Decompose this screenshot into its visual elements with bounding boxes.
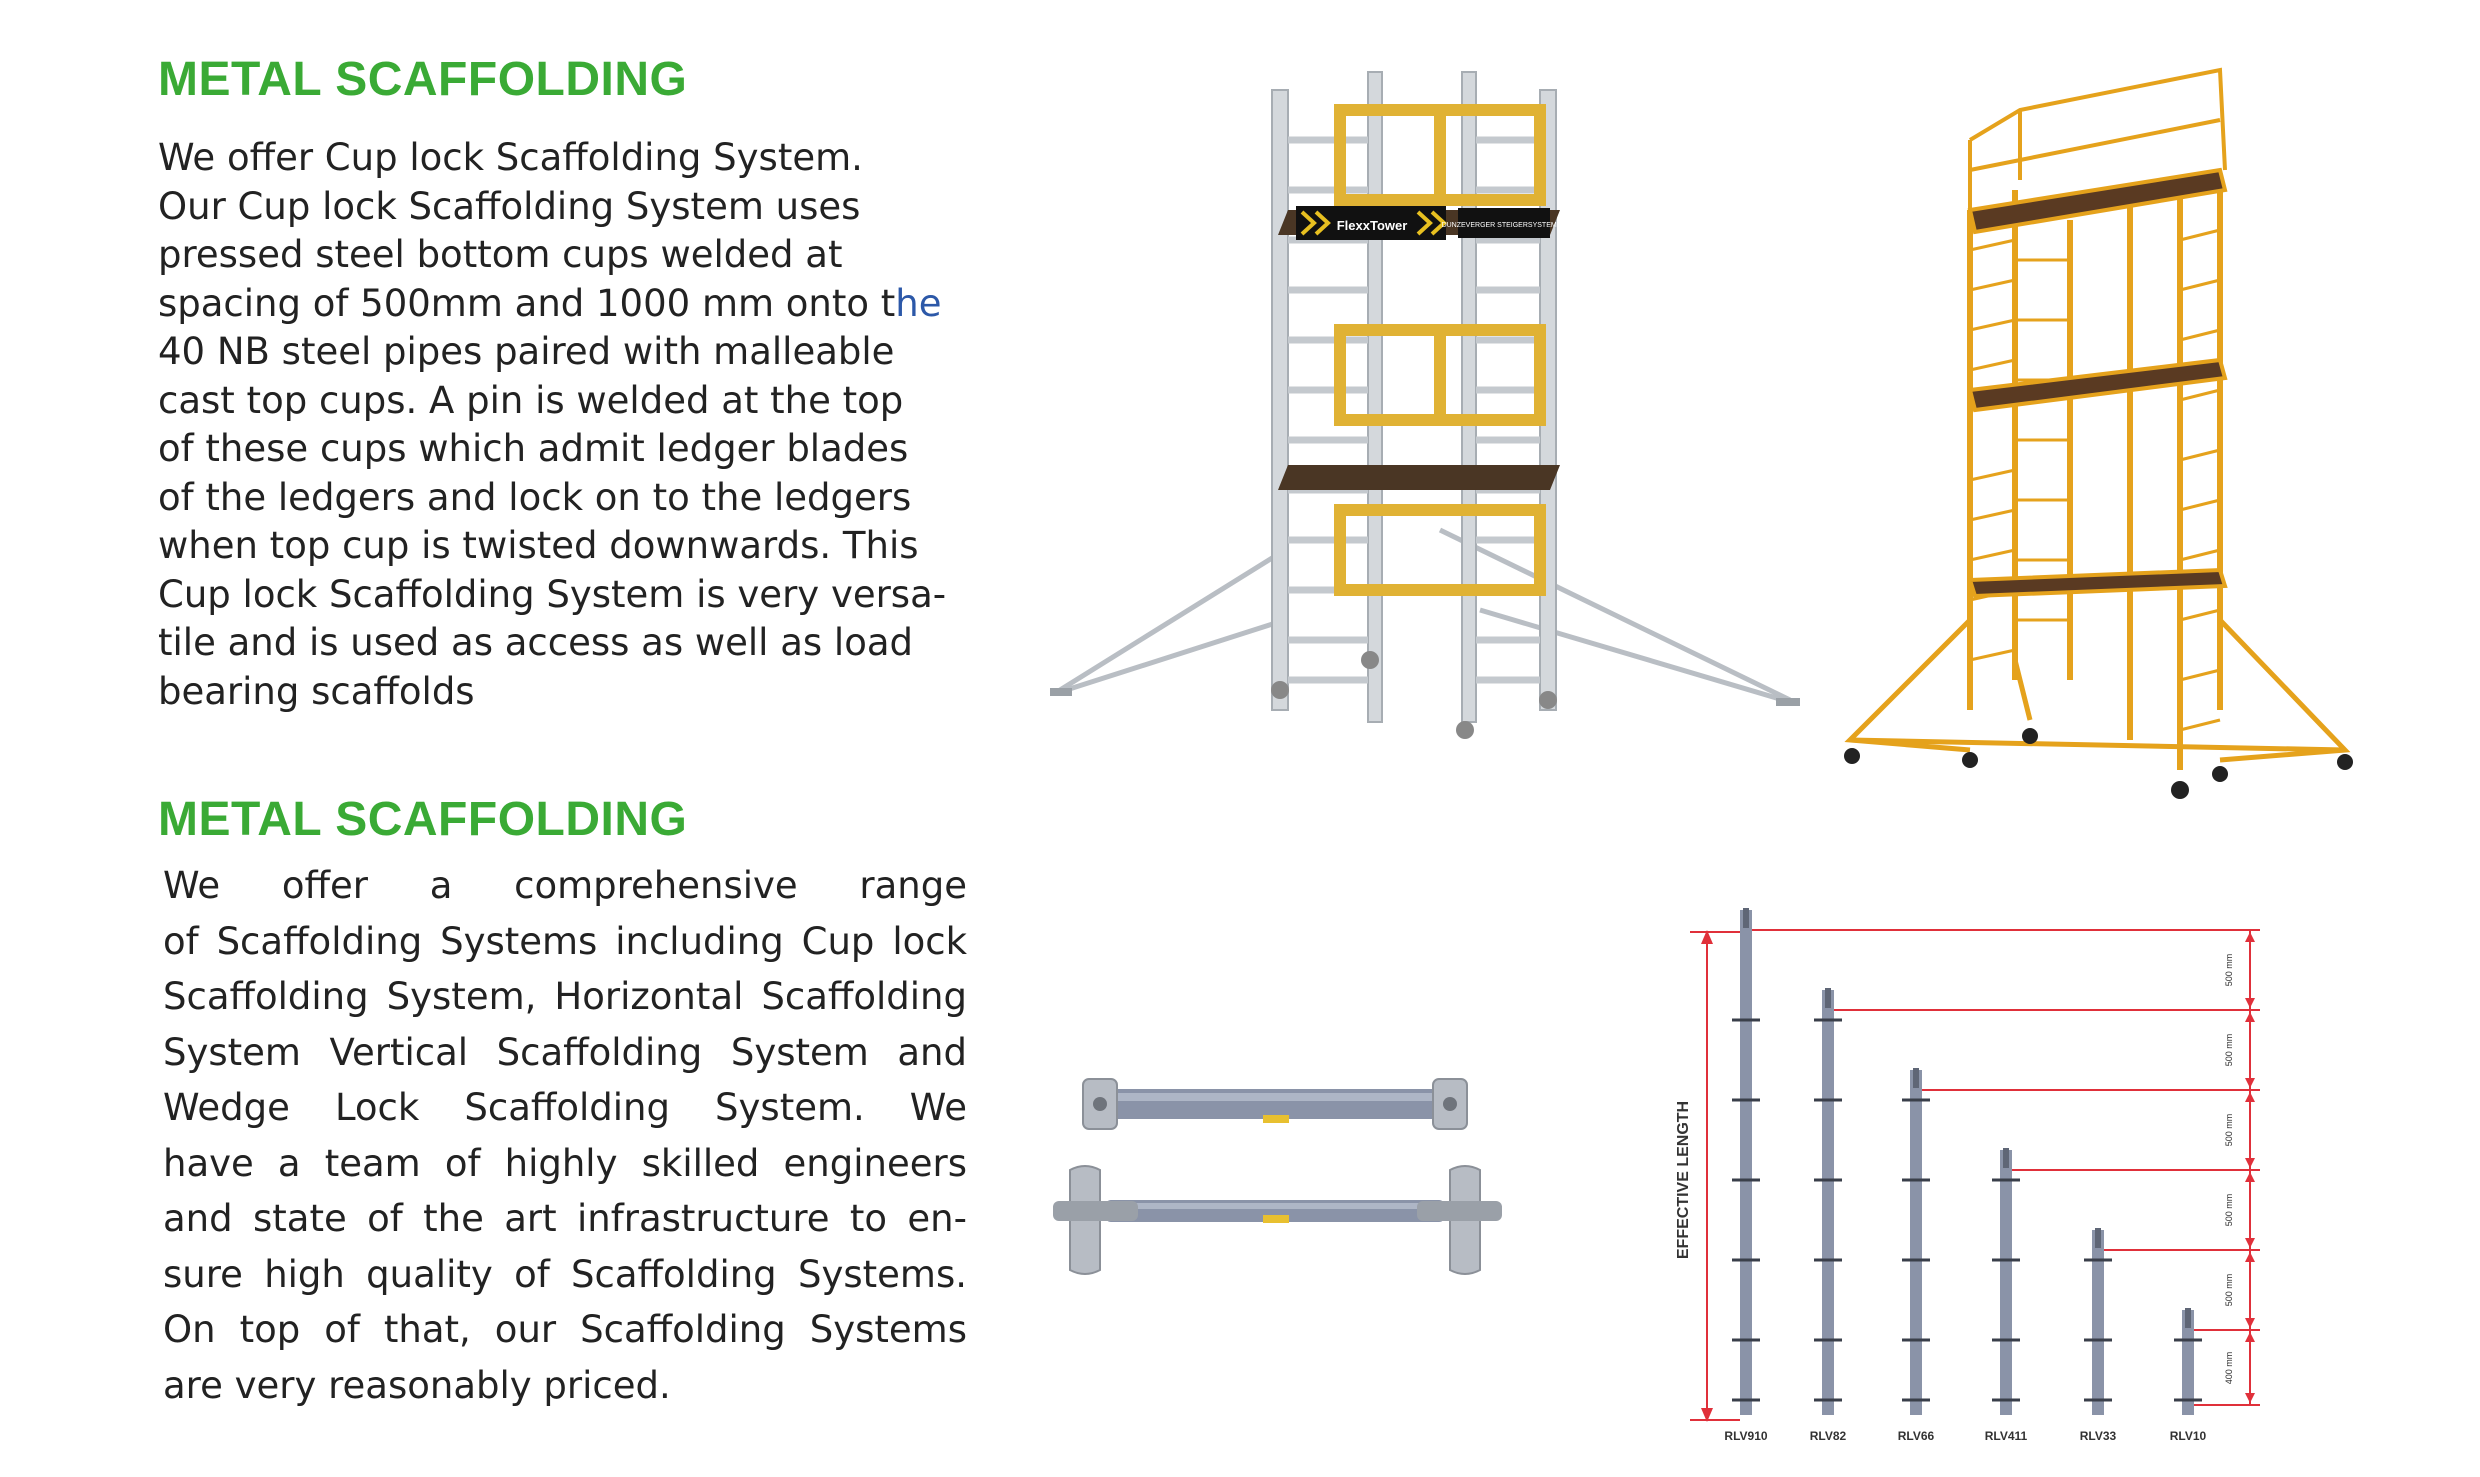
section2-line: We offer a comprehensive range — [163, 864, 967, 907]
dimension-label: 500 mm — [2224, 1034, 2234, 1067]
section1-line: Cup lock Scaffolding System is very vers… — [158, 572, 947, 616]
platform-deck — [1967, 167, 2228, 235]
section1-line: cast top cups. A pin is welded at the to… — [158, 378, 904, 422]
flexxtower-sign — [1296, 206, 1446, 240]
section1-line: We offer Cup lock Scaffolding System. — [158, 136, 863, 179]
standard-rlv82 — [1822, 990, 1834, 1415]
product-labels: RLV910 RLV82 RLV66 RLV411 RLV33 RLV10 — [1724, 1429, 2206, 1443]
effective-length-diagram: EFFECTIVE LENGTH — [1675, 908, 2260, 1443]
fitting-hole — [1093, 1097, 1107, 1111]
fitting-hole — [1443, 1097, 1457, 1111]
ledger-label-sticker — [1263, 1115, 1289, 1123]
platform-deck — [1278, 465, 1560, 490]
section1-line: spacing of 500mm and 1000 mm onto the — [158, 280, 978, 329]
platform-deck — [1967, 357, 2228, 413]
spigot — [1743, 908, 1749, 928]
ledger-tubes-image — [1053, 1078, 1502, 1275]
section1-line: of the ledgers and lock on to the ledger… — [158, 475, 912, 519]
section1-line-text: spacing of 500mm and 1000 mm onto t — [158, 281, 896, 325]
spigot — [2095, 1228, 2101, 1248]
spigot — [2003, 1148, 2009, 1168]
tube-highlight — [1105, 1203, 1445, 1209]
spigot — [1913, 1068, 1919, 1088]
dimension-label: 500 mm — [2224, 1194, 2234, 1227]
section2-line: have a team of highly skilled engineers — [163, 1141, 967, 1185]
section1-line: tile and is used as access as well as lo… — [158, 621, 914, 664]
arrow-head — [1701, 1408, 1713, 1422]
dimension-label: 500 mm — [2224, 1274, 2234, 1307]
dimension-label: 500 mm — [2224, 954, 2234, 987]
section2-heading: METAL SCAFFOLDING — [158, 793, 688, 846]
dunzeverger-sign — [1458, 208, 1550, 238]
product-label: RLV10 — [2170, 1429, 2207, 1443]
dimension-arrowheads — [2245, 932, 2255, 1403]
section2-line: On top of that, our Scaffolding Systems — [163, 1308, 967, 1351]
product-label: RLV411 — [1985, 1429, 2028, 1443]
spigot — [1825, 988, 1831, 1008]
section2-line: System Vertical Scaffolding System and — [163, 1030, 967, 1074]
standard-rlv411 — [2000, 1150, 2012, 1415]
section2-line: Scaffolding System, Horizontal Scaffoldi… — [163, 975, 967, 1018]
effective-length-label: EFFECTIVE LENGTH — [1675, 1101, 1692, 1259]
clamp-bolt — [1053, 1201, 1138, 1221]
product-label: RLV66 — [1898, 1429, 1935, 1443]
section1-line: bearing scaffolds — [158, 669, 475, 713]
section1-line: of these cups which admit ledger blades — [158, 427, 909, 470]
standard-posts — [1740, 908, 2194, 1415]
section2-line: Wedge Lock Scaffolding System. We — [163, 1086, 967, 1129]
castor-wheels — [1271, 651, 1557, 739]
section1-line: pressed steel bottom cups welded at — [158, 233, 843, 276]
outrigger-foot — [1050, 688, 1072, 696]
section2-line: and state of the art infrastructure to e… — [163, 1197, 967, 1240]
flexxtower-label: FlexxTower — [1337, 218, 1408, 233]
section2-line: are very reasonably priced. — [163, 1363, 671, 1407]
standard-rlv66 — [1910, 1070, 1922, 1415]
dimension-labels: 500 mm 500 mm 500 mm 500 mm 500 mm 400 m… — [2224, 954, 2234, 1385]
product-label: RLV33 — [2080, 1429, 2117, 1443]
section1-line: Our Cup lock Scaffolding System uses — [158, 184, 861, 228]
product-label: RLV82 — [1810, 1429, 1847, 1443]
standard-rlv33 — [2092, 1230, 2104, 1415]
outrigger-foot — [1776, 698, 1800, 706]
outriggers — [1844, 618, 2351, 763]
ladder-frames — [1967, 180, 2223, 770]
outriggers — [1058, 527, 1792, 705]
yellow-guardrails — [1334, 104, 1546, 596]
tower-uprights — [1271, 71, 1557, 723]
standard-rlv10 — [2182, 1310, 2194, 1415]
castor-wheels — [1844, 728, 2353, 799]
cup-nodes — [1732, 1018, 2202, 1402]
section2-line: of Scaffolding Systems including Cup loc… — [163, 919, 967, 963]
section1-line: 40 NB steel pipes paired with malleable — [158, 330, 895, 373]
section1-paragraph: We offer Cup lock Scaffolding System. Ou… — [158, 134, 978, 716]
tube-highlight — [1085, 1093, 1465, 1101]
aluminium-tower-image: FlexxTower DUNZEVERGER STEIGERSYSTEMEN — [1050, 71, 1800, 739]
top-guardrail — [1968, 67, 2227, 210]
section1-line: when top cup is twisted downwards. This — [158, 524, 919, 567]
arrow-head — [1701, 930, 1713, 944]
dimension-label: 400 mm — [2224, 1352, 2234, 1385]
section2-paragraph: We offer a comprehensive range of Scaffo… — [163, 858, 967, 1413]
platform-deck — [1967, 567, 2228, 599]
dunzeverger-label: DUNZEVERGER STEIGERSYSTEMEN — [1442, 222, 1567, 229]
ledger-label-sticker — [1263, 1215, 1289, 1223]
section1-highlight-text: he — [895, 281, 942, 325]
chevron-arrows — [1300, 210, 1447, 236]
yellow-scaffold-tower-image — [1844, 67, 2353, 799]
section2-line: sure high quality of Scaffolding Systems… — [163, 1252, 967, 1296]
clamp-bolt — [1417, 1201, 1502, 1221]
section1-heading: METAL SCAFFOLDING — [158, 53, 688, 106]
dimension-label: 500 mm — [2224, 1114, 2234, 1147]
product-label: RLV910 — [1724, 1429, 1767, 1443]
standard-rlv910 — [1740, 910, 1752, 1415]
spigot — [2185, 1308, 2191, 1328]
